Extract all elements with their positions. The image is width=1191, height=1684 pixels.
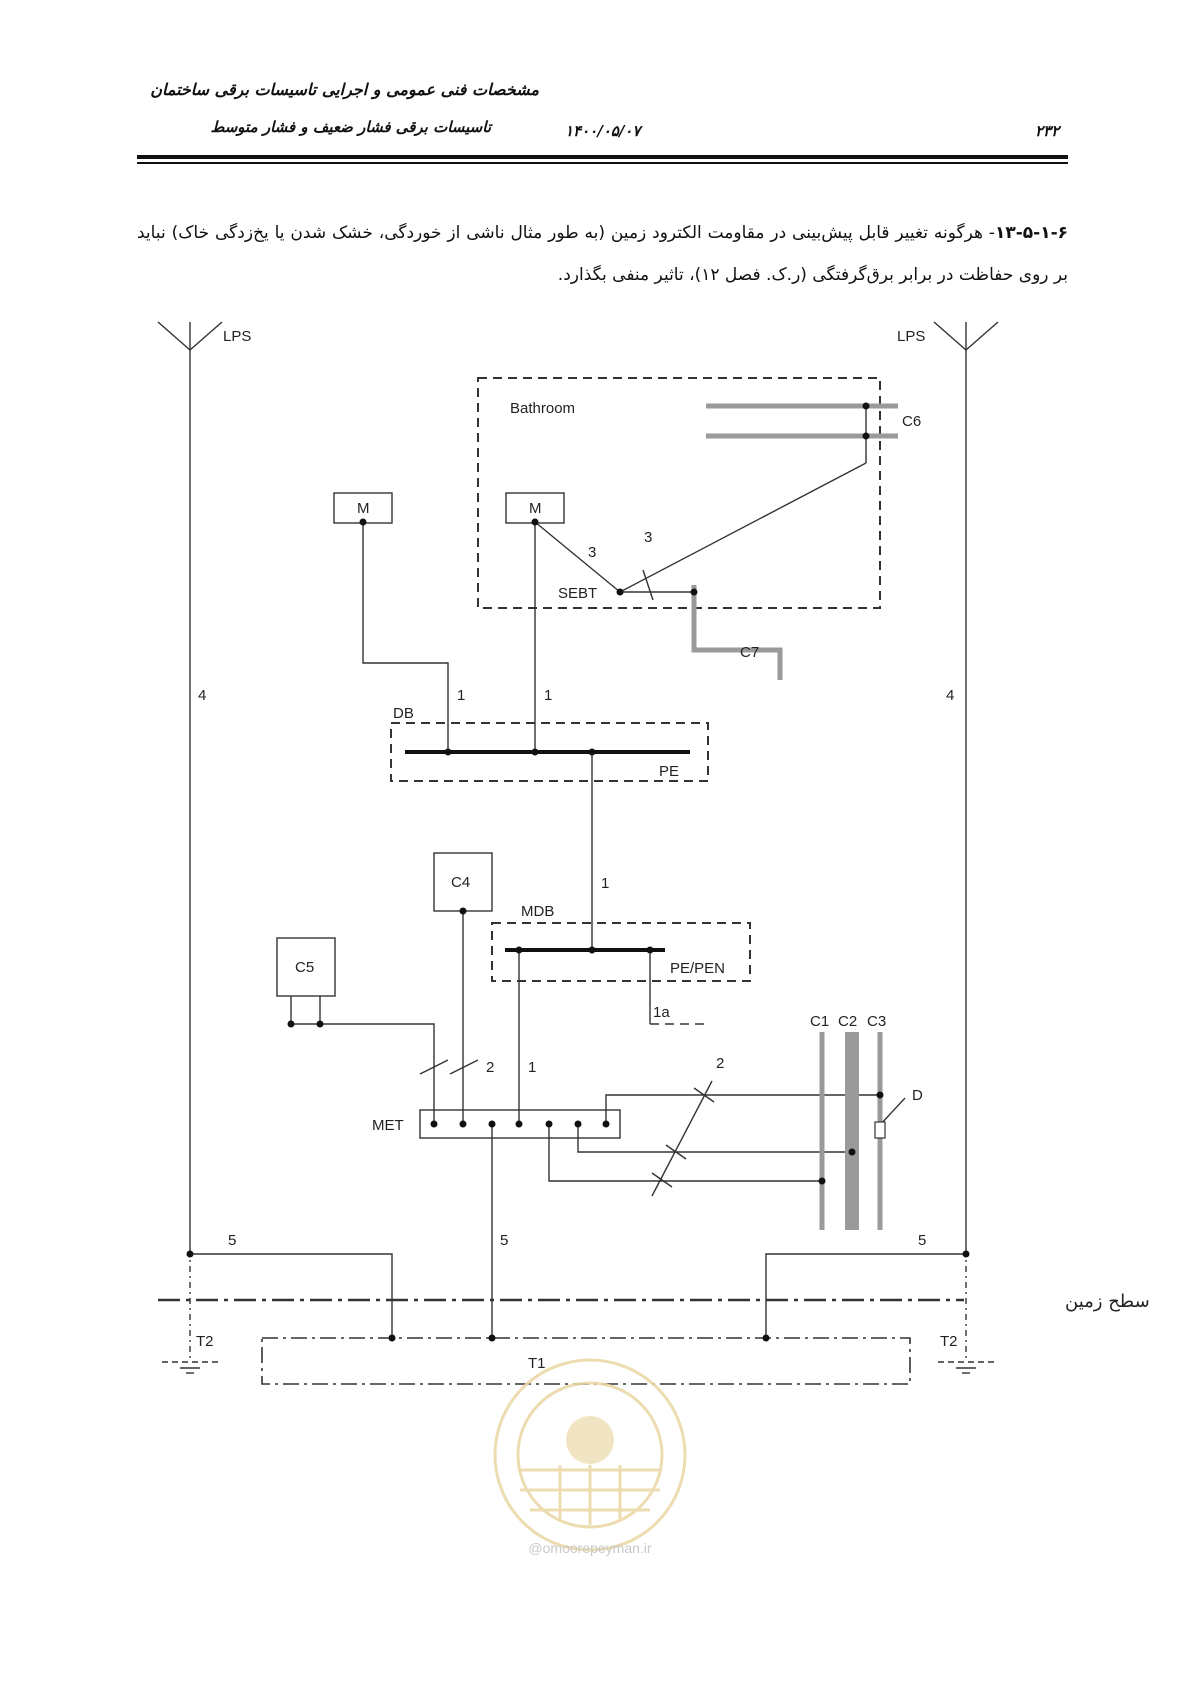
met-bar [419,1109,621,1139]
label-2-right: 2 [716,1055,724,1072]
label-d: D [912,1087,923,1104]
c5-box [276,937,336,997]
label-3-b: 3 [644,529,652,546]
db-box [390,722,709,782]
conductor-m-left [362,522,449,752]
header-rule-thick [137,155,1068,159]
header-subtitle: تاسیسات برقی فشار ضعیف و فشار متوسط [210,118,492,136]
label-c4: C4 [451,874,470,891]
label-c5: C5 [295,959,314,976]
conductor-3-to-c6 [619,462,867,593]
paragraph-number: ۱۳-۵-۱-۶ [994,223,1068,243]
label-t2-right: T2 [940,1333,958,1350]
bathroom-zone [477,377,881,609]
label-3-a: 3 [588,544,596,561]
conductor-met-c1 [548,1124,822,1182]
label-pe: PE [659,763,679,780]
tick-2-right [651,1080,713,1197]
tick-3 [642,569,654,601]
label-met: MET [372,1117,404,1134]
conductor-5-right [765,1253,966,1338]
label-mdb: MDB [521,903,554,920]
header-rule-thin [137,162,1068,164]
label-m-left: M [357,500,370,517]
lps-left-antenna-icon [157,321,223,351]
label-5-left: 5 [228,1232,236,1249]
header-date: ۱۴۰۰/۰۵/۰۷ [565,122,641,140]
c7-pipe [691,585,783,680]
label-c1: C1 [810,1013,829,1030]
body-paragraph: ۱۳-۵-۱-۶- هرگونه تغییر قابل پیش‌بینی در … [137,212,1068,296]
label-1-met: 1 [528,1059,536,1076]
label-m-right: M [529,500,542,517]
page-number: ۲۳۲ [1035,122,1060,140]
label-c6: C6 [902,413,921,430]
label-4-right: 4 [946,687,954,704]
conductor-met-c3 [605,1094,880,1124]
label-sebt: SEBT [558,585,597,602]
label-1-db-right: 1 [544,687,552,704]
label-4-left: 4 [198,687,206,704]
label-t1: T1 [528,1355,546,1372]
header-title: مشخصات فنی عمومی و اجرایی تاسیسات برقی س… [150,80,539,99]
label-t2-left: T2 [196,1333,214,1350]
conductor-5-left [190,1253,393,1338]
label-c7: C7 [740,644,759,661]
label-2-left: 2 [486,1059,494,1076]
label-c2: C2 [838,1013,857,1030]
earth-symbol-left-icon [162,1361,218,1374]
label-1-mid: 1 [601,875,609,892]
mdb-box [491,922,751,982]
conductor-c5 [320,1023,435,1124]
label-pe-pen: PE/PEN [670,960,725,977]
conductor-3-to-sebt [534,521,621,593]
label-lps-left: LPS [223,328,251,345]
label-5-right: 5 [918,1232,926,1249]
d-isolating-piece [874,1121,886,1139]
lps-right-antenna-icon [933,321,999,351]
label-1-db-left: 1 [457,687,465,704]
earth-symbol-right-icon [938,1361,994,1374]
label-bathroom: Bathroom [510,400,575,417]
label-c3: C3 [867,1013,886,1030]
watermark-logo [493,1358,687,1552]
label-5-mid: 5 [500,1232,508,1249]
conductor-met-c2 [577,1124,852,1153]
watermark-site: @omoorepeyman.ir [528,1540,652,1556]
label-ground-surface: سطح زمین [1065,1291,1150,1312]
label-db: DB [393,705,414,722]
paragraph-text: - هرگونه تغییر قابل پیش‌بینی در مقاومت ا… [137,223,1068,285]
label-lps-right: LPS [897,328,925,345]
label-1a: 1a [653,1004,670,1021]
